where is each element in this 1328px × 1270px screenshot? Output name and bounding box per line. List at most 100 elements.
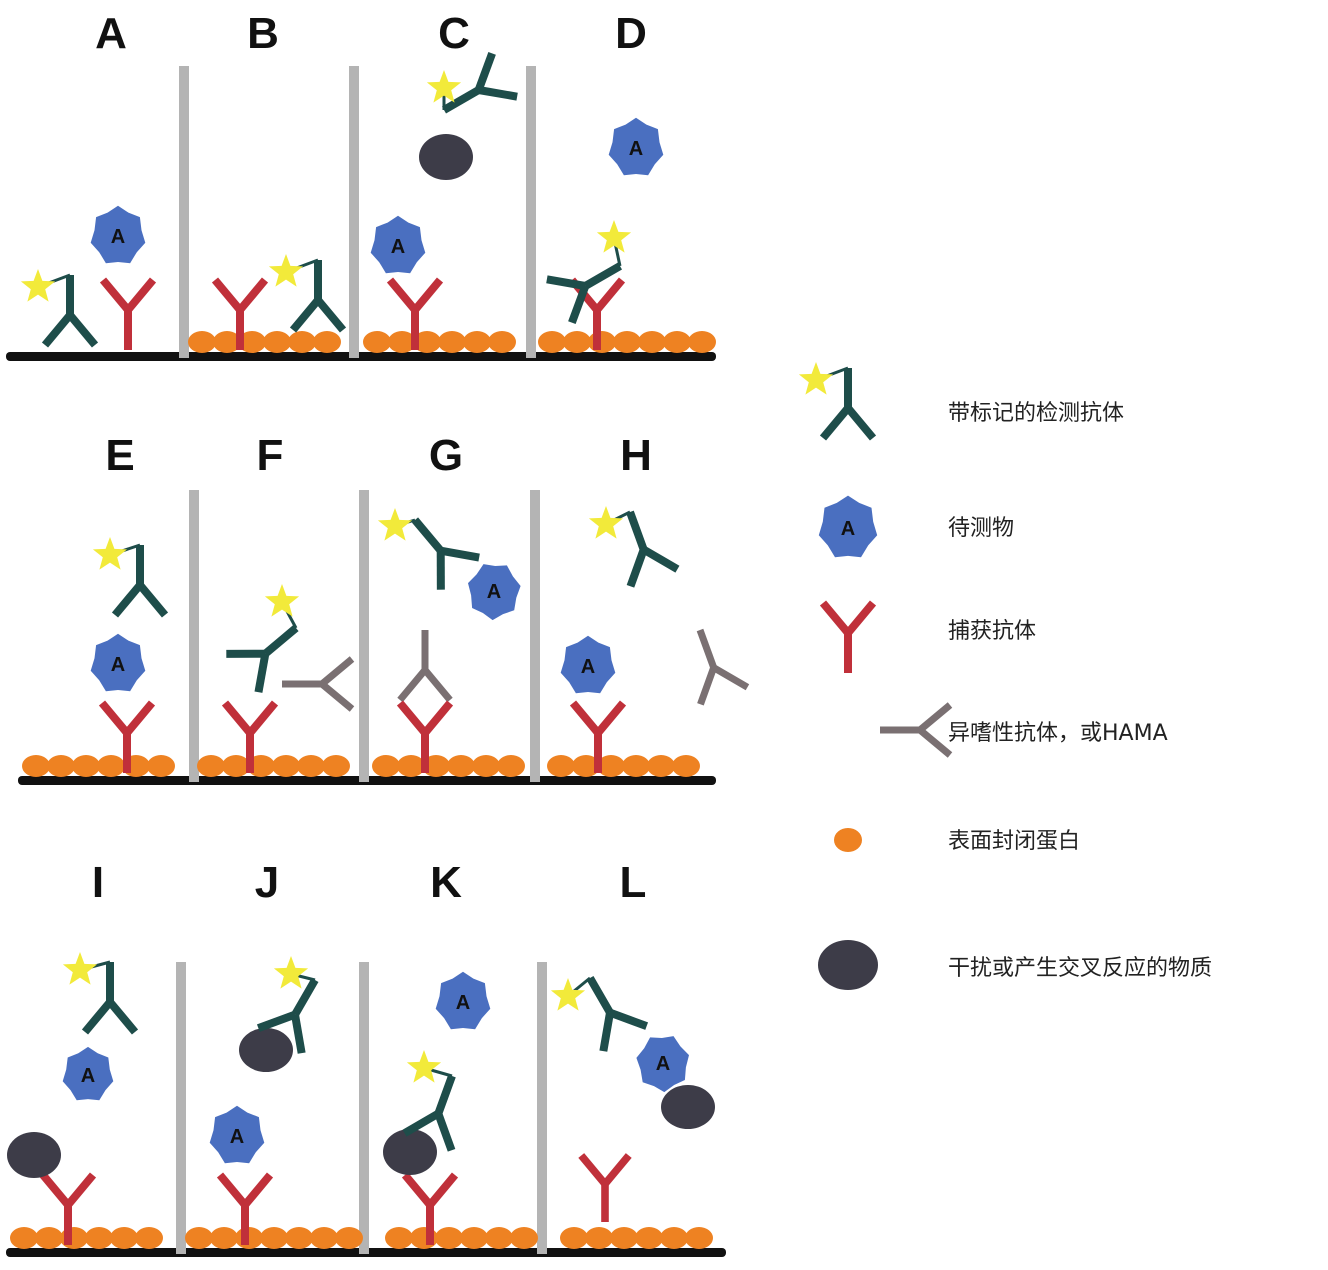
analyte-icon: A <box>818 495 878 558</box>
legend-item: 异嗜性抗体，或HAMA <box>880 702 1168 758</box>
panel-letter-b: B <box>247 9 279 58</box>
blocking-protein <box>563 331 591 353</box>
panel-letter-f: F <box>257 431 284 480</box>
analyte-icon: A <box>636 1036 689 1093</box>
blocking-protein <box>397 755 425 777</box>
blocking-protein <box>185 1227 213 1249</box>
blocking-protein <box>272 755 300 777</box>
analyte-letter: A <box>841 518 855 540</box>
blocking-protein <box>460 1227 488 1249</box>
blocking-protein <box>85 1227 113 1249</box>
labeled-detection-antibody-icon <box>92 537 169 618</box>
panel-letter-a: A <box>95 9 127 58</box>
blocking-protein <box>438 331 466 353</box>
blocking-protein <box>635 1227 663 1249</box>
detection-antibody-body <box>626 510 680 588</box>
blocking-protein <box>485 1227 513 1249</box>
detection-antibody-body <box>226 624 299 693</box>
blocking-protein <box>647 755 675 777</box>
detection-antibody-body <box>111 545 169 618</box>
detection-antibody-body <box>819 368 877 441</box>
blocking-protein <box>222 755 250 777</box>
blocking-protein <box>297 755 325 777</box>
blocking-protein <box>210 1227 238 1249</box>
interfering-substance-icon <box>383 1129 437 1175</box>
label-star-icon <box>268 254 304 287</box>
blocking-protein <box>188 331 216 353</box>
blocking-protein <box>510 1227 538 1249</box>
panel-letter-g: G <box>429 431 463 480</box>
blocking-protein-layer <box>10 1227 713 1249</box>
blocking-protein <box>263 331 291 353</box>
blocking-protein <box>660 1227 688 1249</box>
blocking-protein <box>313 331 341 353</box>
capture-antibody-icon <box>98 700 156 773</box>
blocking-protein <box>97 755 125 777</box>
legend-label: 带标记的检测抗体 <box>948 401 1124 426</box>
labeled-detection-antibody-icon <box>798 362 877 441</box>
detection-antibody-body <box>289 260 347 333</box>
analyte-icon: A <box>90 205 146 264</box>
blocking-protein <box>197 755 225 777</box>
interfering-substance-icon <box>818 940 878 990</box>
labeled-detection-antibody-icon <box>256 956 319 1054</box>
capture-antibody-icon <box>396 700 454 773</box>
blocking-protein <box>385 1227 413 1249</box>
analyte-icon: A <box>608 117 664 176</box>
blocking-protein <box>547 755 575 777</box>
label-star-icon <box>550 978 586 1011</box>
analyte-letter: A <box>81 1065 95 1087</box>
panel-letter-i: I <box>92 858 104 907</box>
capture-antibody-icon <box>211 277 269 350</box>
capture-antibody-icon <box>99 277 157 350</box>
interfering-substance-icon <box>7 1132 61 1178</box>
blocking-protein <box>472 755 500 777</box>
detection-antibody-body <box>402 1074 456 1152</box>
blocking-protein <box>685 1227 713 1249</box>
detection-antibody-body <box>586 976 649 1052</box>
analyte-icon: A <box>818 495 878 558</box>
legend-item: 捕获抗体 <box>819 600 1036 673</box>
blocking-protein <box>463 331 491 353</box>
label-star-icon <box>20 269 56 302</box>
label-star-icon <box>92 537 128 570</box>
capture-antibody-icon <box>216 1172 274 1245</box>
label-star-icon <box>273 956 309 989</box>
blocking-protein-icon <box>834 828 862 852</box>
analyte-letter: A <box>581 656 595 678</box>
blocking-protein <box>688 331 716 353</box>
labeled-detection-antibody-icon <box>402 1050 456 1152</box>
legend-label: 表面封闭蛋白 <box>948 829 1080 854</box>
panel-letter-h: H <box>620 431 652 480</box>
label-star-icon <box>62 952 98 985</box>
heterophilic-antibody-icon <box>397 630 453 703</box>
labeled-detection-antibody-icon <box>268 254 347 333</box>
legend-label: 干扰或产生交叉反应的物质 <box>948 956 1212 981</box>
analyte-letter: A <box>656 1053 670 1075</box>
heterophilic-antibody-icon <box>880 702 953 758</box>
legend-item: 表面封闭蛋白 <box>834 828 1080 854</box>
blocking-protein <box>363 331 391 353</box>
capture-antibody-icon <box>819 600 877 673</box>
panel-divider <box>179 66 189 358</box>
analyte-letter: A <box>487 581 501 603</box>
blocking-protein <box>613 331 641 353</box>
blocking-protein <box>22 755 50 777</box>
panel-letter-j: J <box>255 858 279 907</box>
labeled-detection-antibody-icon <box>226 584 300 693</box>
blocking-protein <box>497 755 525 777</box>
analyte-icon: A <box>90 633 146 692</box>
interfering-substance-icon <box>661 1085 715 1129</box>
panel-divider <box>359 962 369 1254</box>
blocking-protein <box>72 755 100 777</box>
labeled-detection-antibody-icon <box>798 362 877 441</box>
blocking-protein <box>597 755 625 777</box>
label-star-icon <box>264 584 300 617</box>
detection-antibody-body <box>256 978 319 1054</box>
analyte-icon: A <box>560 635 616 694</box>
panel-letter-c: C <box>438 9 470 58</box>
legend-label: 异嗜性抗体，或HAMA <box>948 721 1168 746</box>
blocking-protein <box>585 1227 613 1249</box>
legend-item: 带标记的检测抗体 <box>798 362 1124 441</box>
